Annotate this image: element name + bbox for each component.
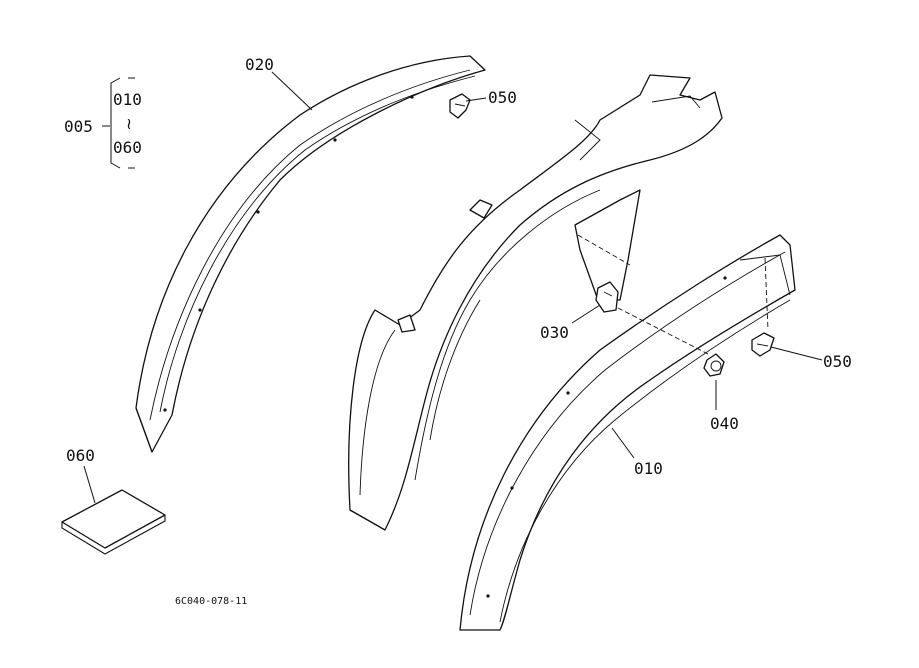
callout-060: 060 bbox=[66, 446, 95, 465]
drawing-code: 6C040-078-11 bbox=[175, 596, 247, 607]
callout-kit-start: 010 bbox=[113, 90, 142, 109]
callout-030: 030 bbox=[540, 323, 569, 342]
clip-050-right bbox=[751, 332, 775, 357]
leader-lines bbox=[83, 71, 823, 504]
alignment-line-clip bbox=[764, 257, 769, 331]
fender-panel-010 bbox=[459, 234, 796, 631]
callout-005: 005 bbox=[64, 117, 93, 136]
callout-020: 020 bbox=[245, 55, 274, 74]
callout-050-right: 050 bbox=[823, 352, 852, 371]
callout-kit-end: 060 bbox=[113, 138, 142, 157]
callout-labels: 005 010 ≀ 060 020 050 030 040 010 050 06… bbox=[64, 55, 852, 607]
callout-kit-sep: ≀ bbox=[126, 114, 132, 133]
callout-050-top: 050 bbox=[488, 88, 517, 107]
bracket-030 bbox=[595, 281, 619, 313]
alignment-line-bracket-bolt bbox=[617, 307, 711, 356]
clip-050-top bbox=[449, 93, 471, 119]
fender-strip-020 bbox=[135, 55, 486, 453]
callout-040: 040 bbox=[710, 414, 739, 433]
inner-fender-support bbox=[348, 74, 723, 531]
label-sheet-060 bbox=[61, 489, 166, 555]
bolt-040 bbox=[703, 353, 725, 377]
callout-010: 010 bbox=[634, 459, 663, 478]
